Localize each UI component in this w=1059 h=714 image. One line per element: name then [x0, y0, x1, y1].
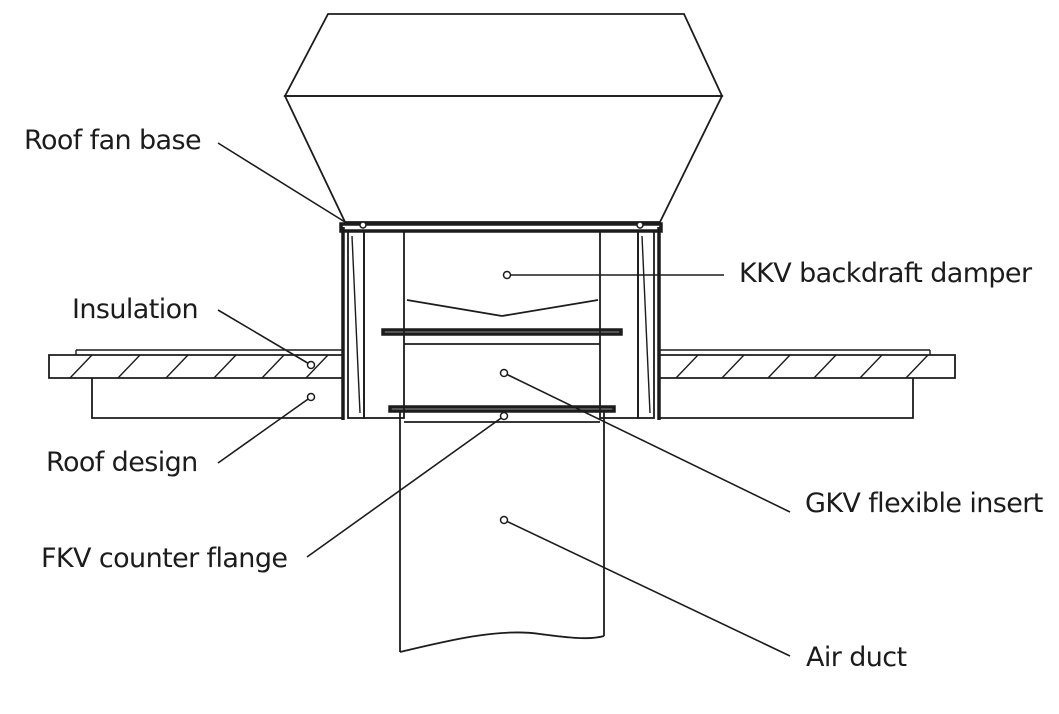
- label-kkv-backdraft-damper: KKV backdraft damper: [739, 258, 1032, 289]
- roof-design-deck: [91, 378, 914, 419]
- label-insulation: Insulation: [72, 294, 199, 325]
- leader-kkv-backdraft-damper: [502, 270, 724, 280]
- roof-fan-housing: [283, 13, 724, 223]
- leader-gkv-flexible-insert: [499, 368, 791, 513]
- label-air-duct: Air duct: [806, 642, 907, 673]
- insulation-left: [48, 349, 344, 379]
- insulation-right: [658, 349, 956, 379]
- fkv-counter-flange-shape: [388, 405, 616, 423]
- label-gkv-flexible-insert: GKV flexible insert: [805, 488, 1043, 519]
- air-duct-shape: [399, 411, 605, 653]
- label-roof-fan-base: Roof fan base: [24, 125, 202, 156]
- label-roof-design: Roof design: [46, 447, 198, 478]
- backdraft-damper-flaps: [381, 299, 623, 345]
- leader-air-duct: [499, 515, 791, 657]
- label-fkv-counter-flange: FKV counter flange: [41, 543, 288, 574]
- leader-roof-fan-base: [217, 142, 346, 223]
- leader-roof-design: [217, 392, 316, 464]
- leader-fkv-counter-flange: [306, 411, 509, 558]
- roof-base-walls: [347, 230, 655, 419]
- roof-fan-base: [339, 221, 663, 420]
- leader-insulation: [217, 309, 316, 370]
